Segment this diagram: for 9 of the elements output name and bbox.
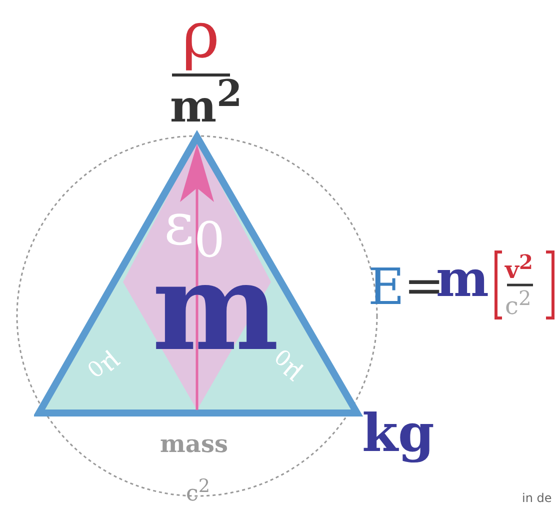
note-text: in de bbox=[522, 492, 552, 504]
symbol-label: c$^{2}$ bbox=[186, 478, 210, 506]
formula-label: E bbox=[368, 262, 404, 312]
symbol-label: ρ bbox=[182, 4, 220, 68]
formula-label: v$^{2}$ bbox=[505, 252, 533, 282]
unit-label: kg bbox=[362, 408, 434, 460]
formula-label: c$^{2}$ bbox=[505, 288, 532, 318]
caption-label: mass bbox=[160, 432, 228, 456]
unit-label: m$^{2}$ bbox=[170, 76, 242, 130]
